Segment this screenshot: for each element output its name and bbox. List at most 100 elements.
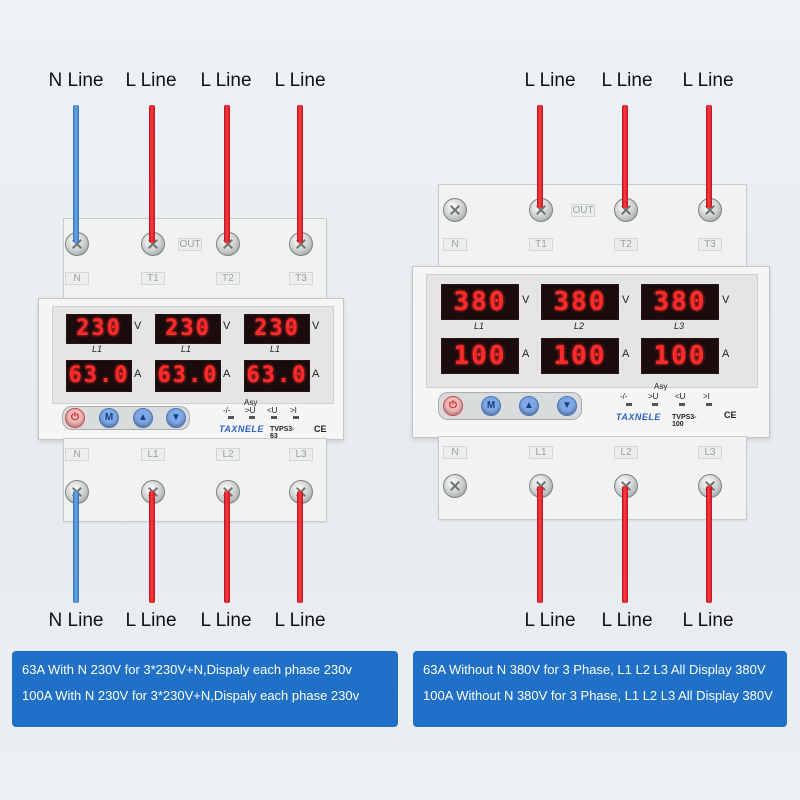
voltage-display: 380 (541, 284, 619, 320)
bottom-line-label: L Line (601, 610, 653, 631)
terminal-label: T1 (529, 238, 553, 251)
voltage-display: 230 (244, 314, 310, 344)
up-button[interactable]: ▲ (519, 396, 539, 416)
power-button[interactable]: ⏻ (443, 396, 463, 416)
terminal-label: OUT (178, 238, 202, 251)
wire-l-out (149, 491, 155, 603)
model-label: TVPS3-63 (270, 426, 295, 440)
terminal-label: N (65, 448, 89, 461)
indicator-label: -/- (223, 406, 231, 415)
wire-n-in (73, 105, 79, 243)
terminal-label: L2 (216, 448, 240, 461)
indicator-label: <U (675, 392, 686, 401)
voltage-display: 380 (641, 284, 719, 320)
bottom-line-label: L Line (125, 610, 177, 631)
wire-n-out (73, 491, 79, 603)
power-button[interactable]: ⏻ (65, 408, 85, 428)
bottom-line-label: L Line (682, 610, 734, 631)
current-unit: A (722, 348, 730, 360)
wire-l-in (149, 105, 155, 243)
down-button[interactable]: ▼ (166, 408, 186, 428)
current-unit: A (312, 368, 320, 380)
top-terminal-block (438, 184, 747, 268)
top-line-label: L Line (125, 70, 177, 91)
wire-l-out (706, 486, 712, 603)
phase-label: L1 (181, 344, 192, 354)
down-button[interactable]: ▼ (557, 396, 577, 416)
terminal-label: N (65, 272, 89, 285)
indicator-label: -/- (620, 392, 628, 401)
indicator-header: Asy (244, 398, 258, 407)
indicator-led (706, 403, 712, 406)
bottom-line-label: N Line (48, 610, 104, 631)
voltage-display: 230 (66, 314, 132, 344)
terminal-label: L1 (529, 446, 553, 459)
current-unit: A (522, 348, 530, 360)
up-button[interactable]: ▲ (133, 408, 153, 428)
voltage-display: 230 (155, 314, 221, 344)
terminal-label: N (443, 446, 467, 459)
bottom-line-label: L Line (524, 610, 576, 631)
indicator-label: >I (703, 392, 710, 401)
bottom-line-label: L Line (274, 610, 326, 631)
brand-logo: TAXNELE (219, 424, 264, 434)
voltage-unit: V (722, 294, 730, 306)
voltage-display: 380 (441, 284, 519, 320)
phase-label: L2 (574, 321, 585, 331)
bottom-terminal-block (63, 438, 327, 522)
current-unit: A (134, 368, 142, 380)
caption-line: 100A Without N 380V for 3 Phase, L1 L2 L… (423, 688, 773, 703)
ce-mark: CE (314, 424, 327, 434)
voltage-unit: V (134, 320, 142, 332)
indicator-led (271, 416, 277, 419)
phase-label: L1 (474, 321, 485, 331)
indicator-label: >U (245, 406, 256, 415)
indicator-led (626, 403, 632, 406)
left-caption: 63A With N 230V for 3*230V+N,Dispaly eac… (12, 651, 398, 727)
current-display: 100 (441, 338, 519, 374)
terminal-label: L2 (614, 446, 638, 459)
current-display: 63.0 (244, 360, 310, 392)
wire-l-in (537, 105, 543, 208)
top-line-label: L Line (200, 70, 252, 91)
brand-logo: TAXNELE (616, 412, 661, 422)
screw-icon (141, 232, 165, 256)
terminal-label: L3 (698, 446, 722, 459)
terminal-label: T3 (698, 238, 722, 251)
ce-mark: CE (724, 410, 737, 420)
phase-label: L1 (270, 344, 281, 354)
caption-line: 100A With N 230V for 3*230V+N,Dispaly ea… (22, 688, 360, 703)
wire-l-out (224, 491, 230, 603)
terminal-label: L3 (289, 448, 313, 461)
wire-l-out (297, 491, 303, 603)
current-display: 63.0 (155, 360, 221, 392)
voltage-unit: V (312, 320, 320, 332)
mode-button[interactable]: M (481, 396, 501, 416)
mode-button[interactable]: M (99, 408, 119, 428)
phase-label: L3 (674, 321, 685, 331)
top-line-label: L Line (682, 70, 734, 91)
indicator-label: >I (290, 406, 297, 415)
indicator-led (293, 416, 299, 419)
terminal-label: OUT (571, 204, 595, 217)
screw-icon (443, 198, 467, 222)
voltage-unit: V (223, 320, 231, 332)
wire-l-out (537, 486, 543, 603)
terminal-label: T3 (289, 272, 313, 285)
terminal-label: T1 (141, 272, 165, 285)
bottom-line-label: L Line (200, 610, 252, 631)
screw-icon (443, 474, 467, 498)
top-line-label: L Line (524, 70, 576, 91)
terminal-label: T2 (614, 238, 638, 251)
wire-l-in (224, 105, 230, 243)
indicator-led (228, 416, 234, 419)
top-line-label: N Line (48, 70, 104, 91)
caption-line: 63A Without N 380V for 3 Phase, L1 L2 L3… (423, 662, 766, 677)
terminal-label: L1 (141, 448, 165, 461)
indicator-header: Asy (654, 382, 668, 391)
right-caption: 63A Without N 380V for 3 Phase, L1 L2 L3… (413, 651, 787, 727)
wire-l-in (297, 105, 303, 243)
indicator-led (652, 403, 658, 406)
terminal-label: N (443, 238, 467, 251)
top-line-label: L Line (274, 70, 326, 91)
